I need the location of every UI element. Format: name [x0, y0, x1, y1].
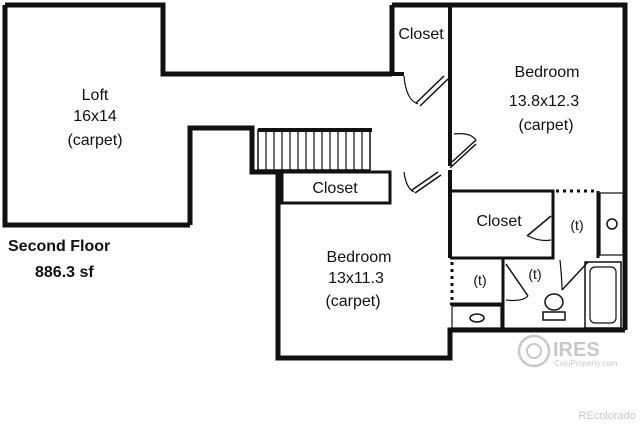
bedroom-2-walls: [275, 172, 625, 361]
loft-name: Loft: [82, 87, 109, 104]
closet-top-door: [403, 75, 449, 107]
bath-door-left: [505, 263, 529, 302]
bedroom-2-dims: 13x11.3: [328, 270, 384, 287]
bath-door-right: [559, 259, 589, 291]
bathtub-icon: [584, 261, 622, 329]
bedroom-1-dims: 13.8x12.3: [509, 93, 579, 110]
loft-finish: (carpet): [67, 132, 122, 149]
bedroom-2-name: Bedroom: [327, 249, 392, 266]
bath-sink-icon: [606, 218, 618, 230]
bedroom-2-door: [403, 171, 442, 194]
ires-logo-text: IRES: [553, 339, 600, 361]
hall-closet-walls: [278, 170, 392, 205]
right-closet-door: [526, 215, 552, 242]
floor-area: 886.3 sf: [35, 264, 94, 281]
floor-name: Second Floor: [8, 238, 110, 255]
closet-middle-label: Closet: [312, 180, 358, 197]
stairs: [257, 128, 372, 171]
bath-sink-cabinet: [599, 192, 624, 256]
vanity-cabinet: [451, 305, 502, 329]
upper-right-walls: [389, 2, 628, 330]
loft-dims: 16x14: [73, 108, 117, 125]
closet-right-label: Closet: [476, 213, 522, 230]
bath-tile-label-1: (t): [570, 217, 583, 233]
closet-top-label: Closet: [398, 26, 444, 43]
bedroom-1-door: [448, 132, 477, 169]
bedroom-1-finish: (carpet): [518, 117, 573, 134]
bath-lower-walls: [450, 256, 505, 330]
bath-tile-label-3: (t): [528, 266, 541, 282]
bath-tile-label-2: (t): [473, 272, 486, 288]
ires-logo-icon: [517, 334, 551, 368]
recolorado-credit: REcolorado: [579, 410, 636, 422]
vanity-sink-icon: [469, 313, 485, 323]
ires-logo: IRES ColoProperty.com: [517, 334, 618, 368]
toilet-icon: [542, 293, 566, 321]
ires-logo-sub: ColoProperty.com: [554, 359, 618, 368]
bedroom-2-finish: (carpet): [325, 293, 380, 310]
bedroom-1-name: Bedroom: [515, 64, 580, 81]
